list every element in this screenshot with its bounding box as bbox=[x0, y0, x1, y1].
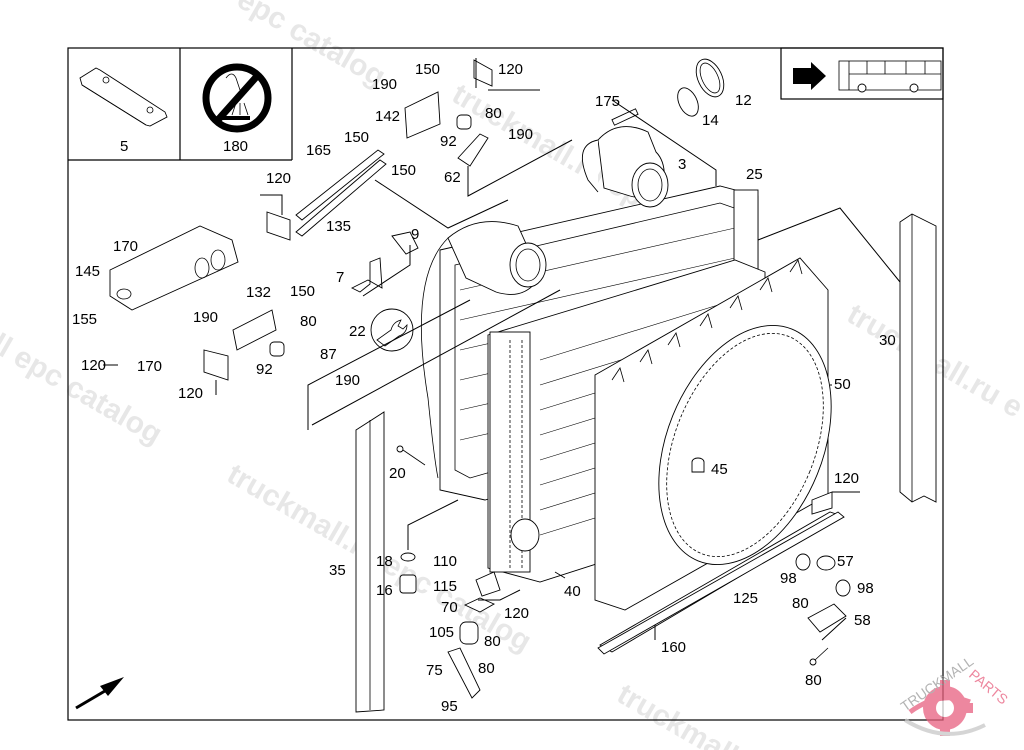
callout-62: 62 bbox=[444, 169, 461, 186]
callout-30: 30 bbox=[879, 332, 896, 349]
callout-170: 170 bbox=[113, 238, 138, 255]
callout-190: 190 bbox=[193, 309, 218, 326]
callout-145: 145 bbox=[75, 263, 100, 280]
callout-142: 142 bbox=[375, 108, 400, 125]
hose-clamp-14 bbox=[677, 87, 699, 117]
callout-14: 14 bbox=[702, 112, 719, 129]
callout-7: 7 bbox=[336, 269, 344, 286]
radiator-assembly-drawing bbox=[355, 126, 937, 713]
callout-35: 35 bbox=[329, 562, 346, 579]
callout-80: 80 bbox=[792, 595, 809, 612]
callout-120: 120 bbox=[834, 470, 859, 487]
callout-9: 9 bbox=[411, 226, 419, 243]
callout-120: 120 bbox=[498, 61, 523, 78]
callout-98: 98 bbox=[780, 570, 797, 587]
rubber-buffer-45 bbox=[691, 457, 705, 473]
callout-80: 80 bbox=[478, 660, 495, 677]
callout-25: 25 bbox=[746, 166, 763, 183]
no-spray-prohibition-icon bbox=[202, 63, 272, 133]
callout-75: 75 bbox=[426, 662, 443, 679]
callout-95: 95 bbox=[441, 698, 458, 715]
callout-98: 98 bbox=[857, 580, 874, 597]
callout-58: 58 bbox=[854, 612, 871, 629]
diagram-frame bbox=[67, 47, 944, 721]
arrow-up-right-icon bbox=[75, 677, 124, 710]
callout-150: 150 bbox=[391, 162, 416, 179]
callout-160: 160 bbox=[661, 639, 686, 656]
callout-150: 150 bbox=[290, 283, 315, 300]
callout-80: 80 bbox=[485, 105, 502, 122]
callout-18: 18 bbox=[376, 553, 393, 570]
wrench-icon bbox=[370, 308, 414, 352]
callout-165: 165 bbox=[306, 142, 331, 159]
callout-120: 120 bbox=[81, 357, 106, 374]
callout-50: 50 bbox=[834, 376, 851, 393]
callout-22: 22 bbox=[349, 323, 366, 340]
callout-190: 190 bbox=[335, 372, 360, 389]
callout-92: 92 bbox=[440, 133, 457, 150]
callout-3: 3 bbox=[678, 156, 686, 173]
callout-45: 45 bbox=[711, 461, 728, 478]
callout-120: 120 bbox=[178, 385, 203, 402]
callout-92: 92 bbox=[256, 361, 273, 378]
callout-150: 150 bbox=[344, 129, 369, 146]
callout-16: 16 bbox=[376, 582, 393, 599]
callout-20: 20 bbox=[389, 465, 406, 482]
callout-132: 132 bbox=[246, 284, 271, 301]
callout-40: 40 bbox=[564, 583, 581, 600]
cover-145 bbox=[109, 225, 239, 311]
callout-120: 120 bbox=[504, 605, 529, 622]
callout-170: 170 bbox=[137, 358, 162, 375]
callout-labels: 190 150 120 142 80 175 12 14 92 190 165 … bbox=[72, 61, 896, 715]
callout-80: 80 bbox=[805, 672, 822, 689]
callout-110: 110 bbox=[433, 553, 457, 570]
small-parts bbox=[109, 58, 851, 699]
gear-icon bbox=[903, 680, 986, 736]
mounting-plate-icon bbox=[79, 67, 168, 127]
fan-ring bbox=[658, 325, 832, 565]
callout-135: 135 bbox=[326, 218, 351, 235]
side-bracket bbox=[899, 213, 937, 503]
callout-155: 155 bbox=[72, 311, 97, 328]
hose-clamp-12 bbox=[695, 58, 725, 98]
watermark-text: truckmall bbox=[612, 677, 744, 750]
leader-lines bbox=[103, 58, 901, 641]
callout-175: 175 bbox=[595, 93, 620, 110]
logo-text-parts: PARTS bbox=[966, 666, 1011, 707]
callout-87: 87 bbox=[320, 346, 337, 363]
arrow-right-icon bbox=[793, 62, 826, 90]
callout-125: 125 bbox=[733, 590, 758, 607]
callout-5: 5 bbox=[120, 138, 128, 155]
bottom-strip bbox=[597, 511, 845, 655]
callout-150: 150 bbox=[415, 61, 440, 78]
bus-icon bbox=[838, 60, 942, 93]
callout-190: 190 bbox=[508, 126, 533, 143]
callout-80: 80 bbox=[484, 633, 501, 650]
callout-70: 70 bbox=[441, 599, 458, 616]
callout-115: 115 bbox=[433, 578, 457, 595]
callout-80: 80 bbox=[300, 313, 317, 330]
truckmall-parts-logo: TRUCKMALL PARTS bbox=[898, 653, 1011, 736]
callout-190: 190 bbox=[372, 76, 397, 93]
callout-12: 12 bbox=[735, 92, 752, 109]
callout-180: 180 bbox=[223, 138, 248, 155]
watermark-text: ll epc catalog bbox=[0, 327, 168, 451]
callout-120: 120 bbox=[266, 170, 291, 187]
vehicle-orientation-inset bbox=[793, 60, 942, 93]
callout-105: 105 bbox=[429, 624, 454, 641]
inset-bus-box bbox=[780, 47, 944, 100]
callout-57: 57 bbox=[837, 553, 854, 570]
